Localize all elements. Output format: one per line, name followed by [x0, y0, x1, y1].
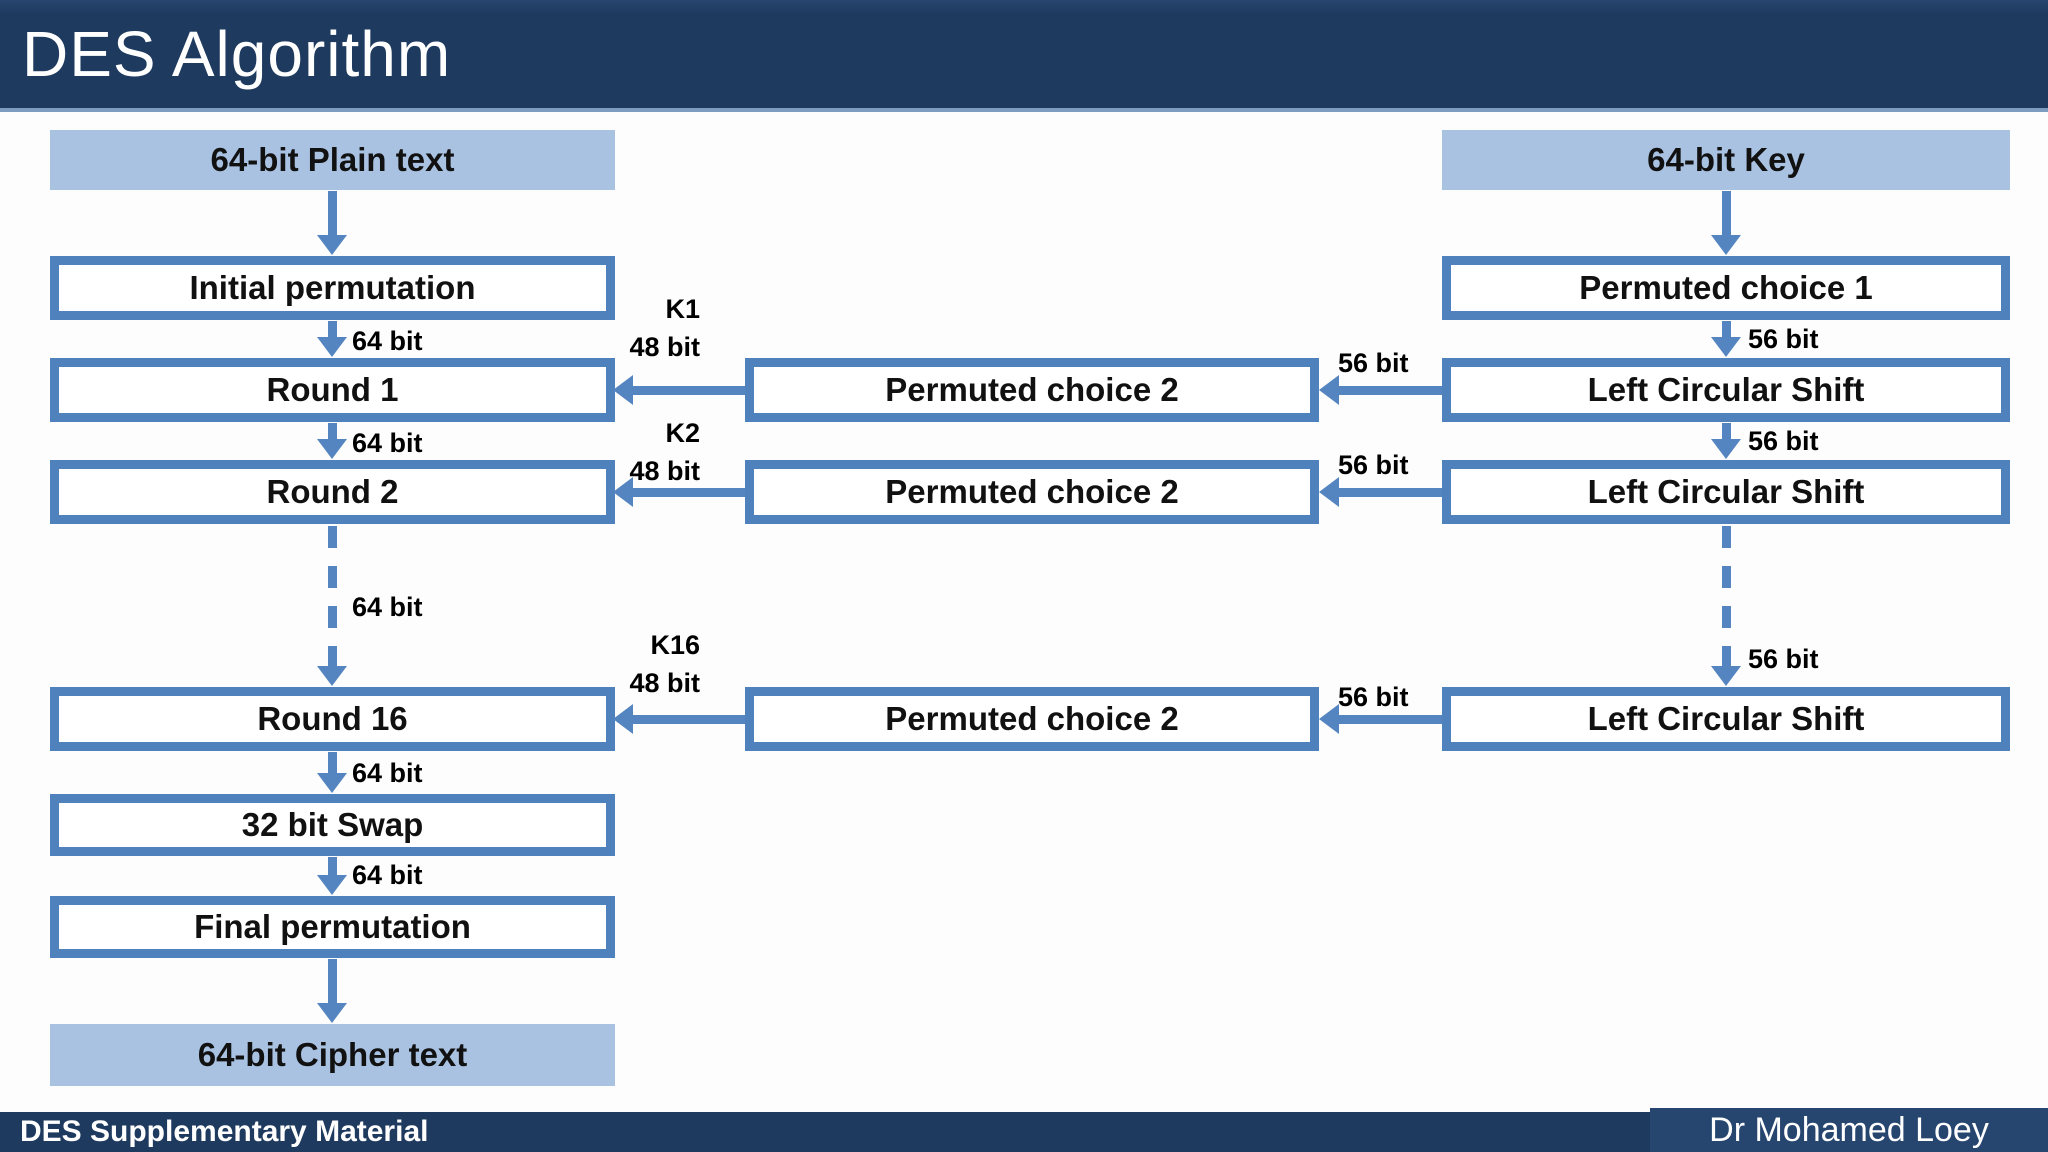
node-32-bit-swap-label: 32 bit Swap [241, 806, 424, 843]
arrow-pc2a-to-round1-icon [613, 375, 745, 405]
slide-title: DES Algorithm [22, 18, 452, 90]
label-k16: K16 [650, 630, 700, 660]
node-permuted-choice-2-b: Permuted choice 2 [745, 460, 1319, 524]
node-round-1: Round 1 [50, 358, 615, 422]
node-round-16: Round 16 [50, 687, 615, 751]
node-permuted-choice-2-b-label: Permuted choice 2 [885, 473, 1179, 510]
footer-left-text: DES Supplementary Material [20, 1115, 429, 1148]
arrow-lcs2-to-lcs3-dashed-icon [1711, 526, 1741, 686]
label-56bit-after-pc1: 56 bit [1748, 324, 1819, 354]
arrow-lcs1-to-pc2a-icon [1319, 375, 1442, 405]
label-56bit-dashed-mid: 56 bit [1748, 644, 1819, 674]
arrow-swap-to-finalperm-icon [317, 857, 347, 895]
footer-author-box: Dr Mohamed Loey [1650, 1108, 2048, 1152]
node-cipher-text-label: 64-bit Cipher text [197, 1036, 468, 1073]
label-k1-48bit: 48 bit [629, 332, 700, 362]
arrow-pc2b-to-round2-icon [613, 477, 745, 507]
node-permuted-choice-2-c-label: Permuted choice 2 [885, 700, 1179, 737]
arrow-key-to-pc1-icon [1711, 191, 1741, 255]
node-left-circular-shift-c: Left Circular Shift [1442, 687, 2010, 751]
node-left-circular-shift-b: Left Circular Shift [1442, 460, 2010, 524]
label-k1: K1 [665, 294, 700, 324]
arrow-round16-to-swap-icon [317, 752, 347, 793]
arrow-lcs3-to-pc2c-icon [1319, 704, 1442, 734]
title-bar: DES Algorithm [0, 0, 2048, 112]
arrow-plaintext-to-initialperm-icon [317, 191, 347, 255]
node-cipher-text: 64-bit Cipher text [50, 1024, 615, 1086]
label-64bit-after-initialperm: 64 bit [352, 326, 423, 356]
arrow-finalperm-to-ciphertext-icon [317, 959, 347, 1023]
footer-author-name: Dr Mohamed Loey [1709, 1111, 1989, 1149]
arrow-round1-to-round2-icon [317, 423, 347, 459]
node-key-label: 64-bit Key [1647, 141, 1805, 178]
arrow-pc1-to-lcs1-icon [1711, 321, 1741, 357]
node-left-circular-shift-a: Left Circular Shift [1442, 358, 2010, 422]
arrow-pc2c-to-round16-icon [613, 704, 745, 734]
node-initial-permutation: Initial permutation [50, 256, 615, 320]
arrow-initialperm-to-round1-icon [317, 321, 347, 357]
label-64bit-after-swap: 64 bit [352, 860, 423, 890]
node-permuted-choice-1-label: Permuted choice 1 [1579, 269, 1873, 306]
node-round-2: Round 2 [50, 460, 615, 524]
node-left-circular-shift-c-label: Left Circular Shift [1587, 700, 1865, 737]
node-plain-text: 64-bit Plain text [50, 130, 615, 190]
arrow-lcs2-to-pc2b-icon [1319, 477, 1442, 507]
label-56bit-h-row1: 56 bit [1338, 348, 1409, 378]
node-final-permutation: Final permutation [50, 896, 615, 958]
node-permuted-choice-2-c: Permuted choice 2 [745, 687, 1319, 751]
label-k2: K2 [665, 418, 700, 448]
label-64bit-after-round1: 64 bit [352, 428, 423, 458]
arrow-lcs1-to-lcs2-icon [1711, 423, 1741, 459]
label-56bit-after-lcs1: 56 bit [1748, 426, 1819, 456]
node-round-2-label: Round 2 [266, 473, 399, 510]
node-final-permutation-label: Final permutation [194, 908, 471, 945]
label-56bit-h-row3: 56 bit [1338, 682, 1409, 712]
node-permuted-choice-2-a: Permuted choice 2 [745, 358, 1319, 422]
node-plain-text-label: 64-bit Plain text [210, 141, 455, 178]
node-left-circular-shift-a-label: Left Circular Shift [1587, 371, 1865, 408]
label-64bit-dashed-mid: 64 bit [352, 592, 423, 622]
node-key: 64-bit Key [1442, 130, 2010, 190]
label-64bit-after-round16: 64 bit [352, 758, 423, 788]
node-permuted-choice-1: Permuted choice 1 [1442, 256, 2010, 320]
arrow-round2-to-round16-dashed-icon [317, 526, 347, 686]
label-k2-48bit: 48 bit [629, 456, 700, 486]
node-initial-permutation-label: Initial permutation [189, 269, 476, 306]
node-round-1-label: Round 1 [266, 371, 399, 408]
label-56bit-h-row2: 56 bit [1338, 450, 1409, 480]
node-permuted-choice-2-a-label: Permuted choice 2 [885, 371, 1179, 408]
label-k16-48bit: 48 bit [629, 668, 700, 698]
node-32-bit-swap: 32 bit Swap [50, 794, 615, 856]
node-round-16-label: Round 16 [257, 700, 408, 737]
node-left-circular-shift-b-label: Left Circular Shift [1587, 473, 1865, 510]
